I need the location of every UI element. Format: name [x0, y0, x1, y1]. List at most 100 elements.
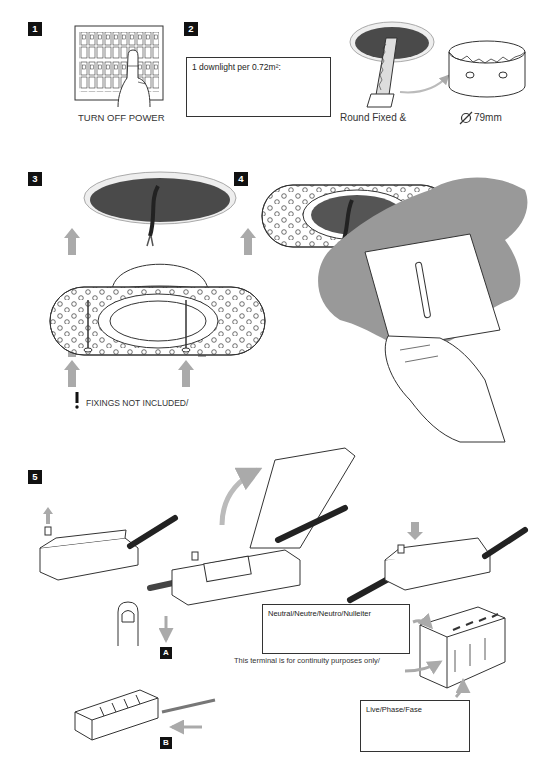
mounting-plate	[50, 287, 265, 355]
junction-box-open	[204, 556, 251, 582]
box-text: Live/Phase/Fase	[366, 705, 422, 714]
trowel	[365, 234, 500, 348]
mounting-plate	[50, 287, 265, 355]
push-arrows	[64, 360, 80, 387]
step-number: B	[160, 737, 172, 749]
junction-box	[485, 530, 525, 556]
junction-box	[43, 507, 53, 524]
junction-box	[40, 507, 175, 580]
hand	[118, 50, 150, 107]
junction-box	[385, 538, 490, 560]
trowel	[365, 234, 500, 348]
screw	[84, 348, 92, 352]
terminal-block	[100, 695, 140, 716]
ceiling-hole	[150, 186, 158, 236]
label-text: TURN OFF POWER	[78, 112, 165, 123]
step-number: A	[160, 647, 172, 659]
saw	[367, 94, 394, 107]
fuse-box	[75, 26, 163, 100]
push-arrows	[178, 360, 194, 387]
mounting-plate	[110, 301, 206, 341]
label-text: 79mm	[474, 112, 502, 123]
terminal-block	[75, 690, 158, 740]
junction-box	[398, 545, 404, 553]
step-number-text: 5	[32, 472, 37, 482]
junction-box	[40, 530, 126, 548]
screw	[182, 348, 190, 352]
label-text: FIXINGS NOT INCLUDED/	[86, 398, 188, 408]
ceiling-hole	[84, 172, 236, 246]
step-number-text: 3	[32, 174, 37, 184]
junction-box-open	[172, 550, 300, 605]
arrow	[400, 76, 448, 92]
hand	[385, 336, 505, 442]
fuse-box	[75, 26, 163, 100]
step-number: 2	[184, 22, 198, 36]
junction-box	[407, 522, 423, 540]
terminal-block	[420, 607, 505, 688]
terminal-block	[420, 607, 505, 688]
step-number: 5	[28, 470, 42, 484]
terminal-block	[420, 618, 505, 688]
arrow	[405, 621, 463, 697]
label-text: This terminal is for continuity purposes…	[234, 656, 380, 665]
hand	[385, 336, 505, 442]
junction-box-open	[278, 508, 345, 540]
text-box: 1 downlight per 0.72m²:	[186, 57, 331, 117]
finger	[118, 602, 138, 646]
saw	[379, 44, 386, 90]
push-arrows	[240, 228, 256, 255]
diameter-symbol	[460, 112, 472, 124]
arrow	[456, 681, 463, 697]
ceiling-hole	[84, 172, 236, 224]
plaster	[318, 178, 527, 350]
text-box: Live/Phase/Fase	[360, 700, 470, 752]
terminal-block	[455, 638, 485, 672]
junction-box	[130, 518, 175, 546]
screw	[185, 300, 187, 348]
junction-box-open	[192, 552, 198, 560]
junction-box	[350, 522, 525, 600]
warning-icon	[75, 392, 78, 409]
step-number-text: B	[163, 739, 169, 747]
saw	[367, 38, 397, 107]
screw	[84, 300, 190, 352]
label-text: Round Fixed &	[340, 112, 406, 123]
step-number: 4	[234, 172, 248, 186]
junction-box-open	[222, 470, 258, 525]
arrow	[413, 621, 431, 627]
junction-box-open	[250, 448, 355, 548]
trowel	[415, 262, 431, 318]
terminal-block	[162, 700, 215, 712]
step-number-text: A	[163, 649, 169, 657]
saw	[376, 38, 397, 95]
junction-box-open	[150, 448, 355, 605]
finger	[118, 602, 166, 646]
hand	[128, 66, 146, 84]
diameter-symbol	[460, 112, 472, 124]
box-text: 1 downlight per 0.72m²:	[192, 62, 281, 73]
hole-saw	[449, 41, 525, 97]
text-box: Neutral/Neutre/Neutro/Nulleiter	[262, 604, 410, 654]
finger	[122, 611, 134, 623]
hole-saw	[499, 72, 507, 78]
hole-saw	[466, 72, 474, 78]
junction-box	[45, 527, 51, 535]
step-number-text: 1	[32, 24, 37, 34]
ceiling-hole	[147, 236, 153, 246]
screw	[87, 300, 89, 348]
finger	[165, 616, 168, 640]
mounting-plate	[50, 287, 265, 355]
terminal-block	[453, 614, 498, 630]
ceiling-hole	[90, 178, 230, 222]
warning-icon	[76, 392, 79, 403]
warning-icon	[75, 405, 78, 408]
terminal-block	[75, 690, 215, 740]
mounting-plate	[98, 294, 218, 348]
step-number: 3	[28, 172, 42, 186]
step-number-text: 4	[238, 174, 243, 184]
junction-box	[350, 578, 390, 600]
push-arrows	[64, 228, 80, 255]
step-number-text: 2	[188, 24, 193, 34]
